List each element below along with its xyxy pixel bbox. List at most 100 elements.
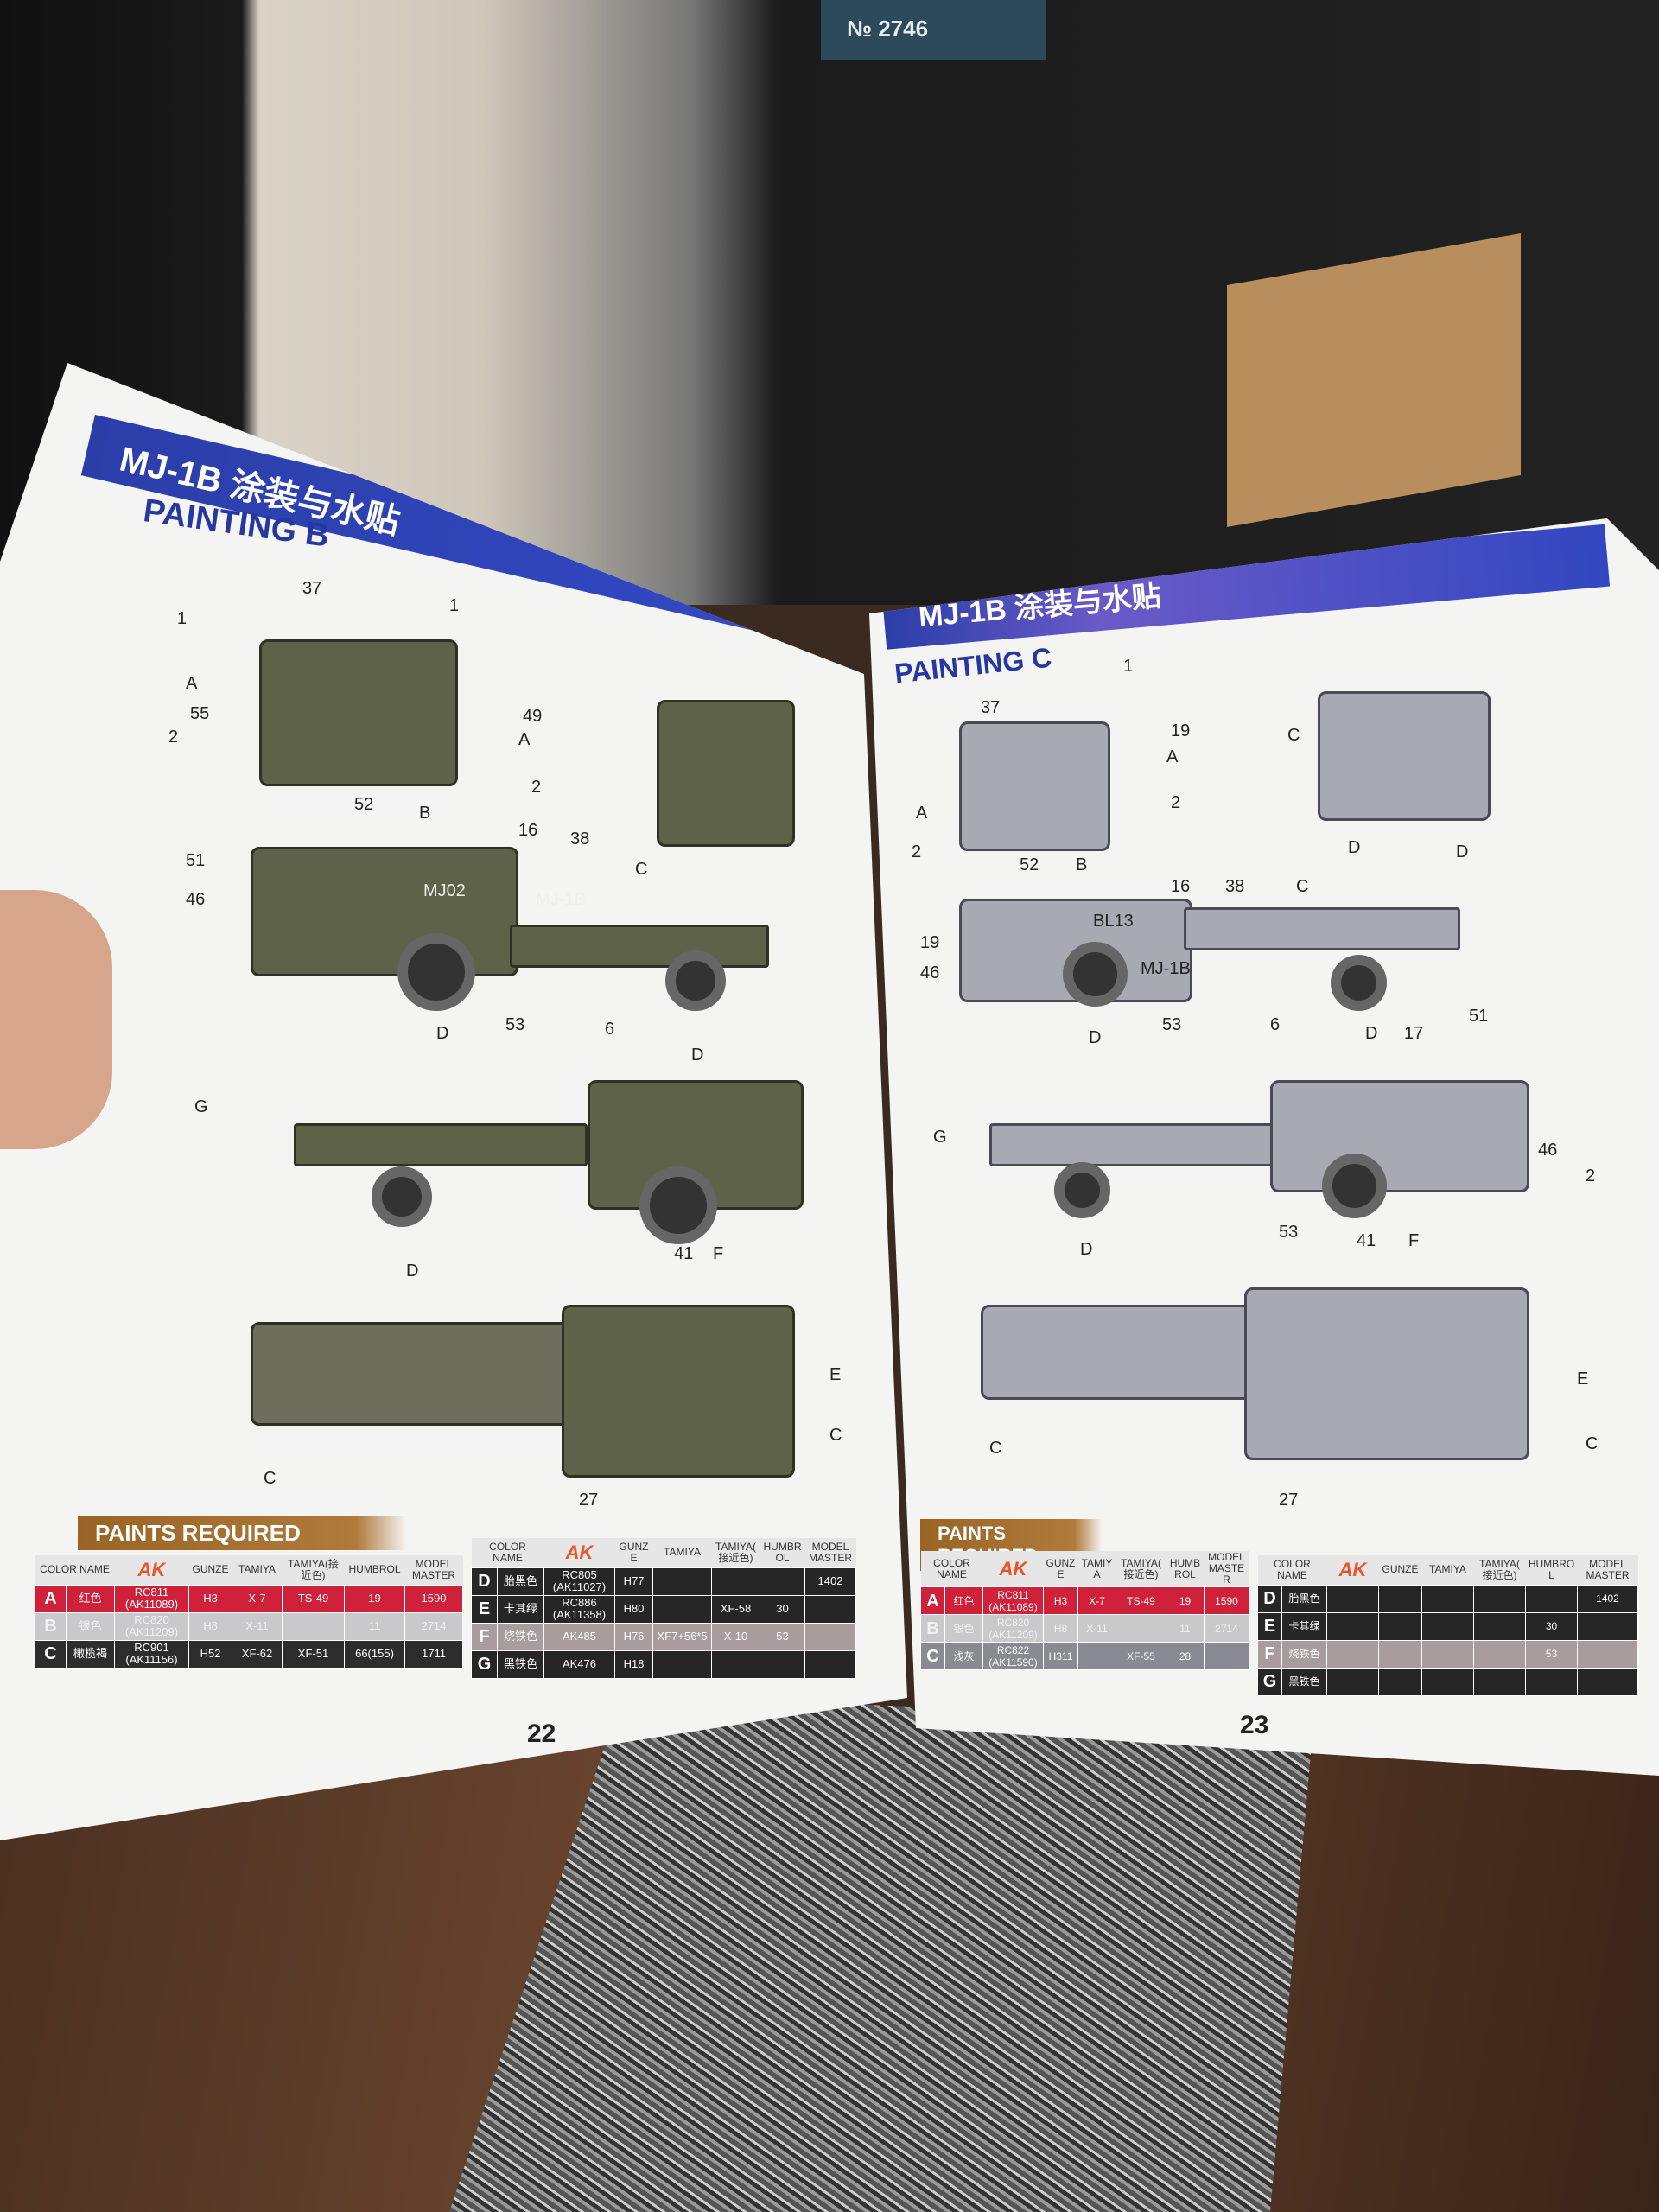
cell: B [35, 1611, 67, 1641]
cell: A [35, 1584, 67, 1613]
callout-label: 2 [1586, 1166, 1596, 1185]
cell: 红色 [944, 1586, 983, 1615]
callout-label: A [518, 730, 531, 749]
callout-label: G [194, 1097, 208, 1116]
cell: RC901 (AK11156) [114, 1639, 189, 1669]
callout-label: 6 [1270, 1015, 1281, 1034]
cell: AK476 [543, 1649, 615, 1679]
cell: TS-49 [282, 1584, 345, 1613]
cell: X-10 [711, 1622, 760, 1651]
cell: H80 [614, 1594, 653, 1624]
cell [804, 1649, 856, 1679]
col-header: GUNZE [1043, 1551, 1078, 1587]
cell: XF-58 [711, 1594, 760, 1624]
cell: RC805 (AK11027) [543, 1567, 615, 1596]
wheel [372, 1166, 432, 1227]
cell [652, 1649, 712, 1679]
cardboard-box [1227, 233, 1521, 527]
callout-label: 46 [920, 963, 940, 982]
cell [1077, 1642, 1116, 1670]
callout-label: C [989, 1439, 1002, 1458]
callout-label: A [186, 674, 198, 693]
callout-label: C [830, 1426, 842, 1445]
cell: C [920, 1642, 945, 1670]
cell: F [1257, 1639, 1282, 1669]
callout-label: 46 [186, 890, 206, 909]
callout-label: 38 [570, 830, 590, 849]
cell: 2714 [404, 1611, 463, 1641]
vehicle-side-view-left-frame [1184, 907, 1460, 950]
col-header: TAMIYA(接近色) [1473, 1555, 1526, 1585]
cell: 2714 [1204, 1614, 1249, 1643]
col-header: HUMBROL [344, 1555, 405, 1585]
callout-label: 53 [1279, 1223, 1299, 1242]
cell [760, 1567, 805, 1596]
cell [804, 1622, 856, 1651]
callout-label: MJ02 [423, 881, 466, 900]
callout-label: 51 [186, 851, 206, 870]
cell: 橄榄褐 [66, 1639, 115, 1669]
callout-label: 52 [354, 795, 374, 814]
col-header: TAMIYA [1077, 1551, 1116, 1587]
callout-label: D [1348, 838, 1361, 857]
cell: C [35, 1639, 67, 1669]
cell: 11 [1166, 1614, 1205, 1643]
col-header: GUNZE [1378, 1555, 1422, 1585]
col-header: TAMIYA(接近色) [711, 1538, 760, 1567]
callout-label: C [1287, 726, 1300, 745]
callout-label: 16 [518, 821, 538, 840]
cell: H52 [188, 1639, 232, 1669]
callout-label: MJ-1B [536, 890, 586, 909]
cell: H3 [188, 1584, 232, 1613]
page-number: 23 [1240, 1711, 1269, 1739]
callout-label: 41 [674, 1244, 694, 1263]
cell: 28 [1166, 1642, 1205, 1670]
callout-label: 2 [912, 842, 922, 861]
callout-label: 2 [531, 778, 542, 797]
col-header: COLOR NAME [920, 1551, 983, 1587]
cell: RC820 (AK11209) [114, 1611, 189, 1641]
page-right: MJ-1B 涂装与水贴 PAINTING C 37 1 19 A A 2 2 5… [869, 518, 1659, 1776]
cell: E [1257, 1611, 1282, 1641]
cell: 卡其绿 [1281, 1611, 1327, 1641]
callout-label: D [1365, 1024, 1378, 1043]
callout-label: 55 [190, 704, 210, 723]
cell: 30 [760, 1594, 805, 1624]
cell: 银色 [944, 1614, 983, 1643]
shelf-label: № 2746 [821, 0, 1046, 60]
cell: D [471, 1567, 498, 1596]
callout-label: BL13 [1093, 912, 1134, 931]
callout-label: E [1577, 1370, 1589, 1389]
cell: 烧铁色 [1281, 1639, 1327, 1669]
callout-label: 1 [1123, 657, 1134, 676]
cell: 1711 [404, 1639, 463, 1669]
callout-label: 37 [981, 698, 1001, 717]
cell: RC811 (AK11089) [982, 1586, 1044, 1615]
vehicle-side-view-left-cab [251, 847, 518, 976]
col-header: TAMIYA(接近色) [282, 1555, 345, 1585]
cell: X-11 [1077, 1614, 1116, 1643]
callout-label: D [1080, 1240, 1093, 1259]
cell: XF7+56*5 [652, 1622, 712, 1651]
cell: G [471, 1649, 498, 1679]
col-header: COLOR NAME [35, 1555, 115, 1585]
cell: 53 [1525, 1639, 1578, 1669]
col-header: TAMIYA [652, 1538, 712, 1567]
wheel [665, 950, 726, 1011]
callout-label: 53 [1162, 1015, 1182, 1034]
callout-label: C [1296, 877, 1309, 896]
ak-logo: AK [1326, 1555, 1379, 1585]
callout-label: 6 [605, 1020, 615, 1039]
ak-logo: AK [543, 1538, 615, 1567]
cell: 66(155) [344, 1639, 405, 1669]
cell: RC886 (AK11358) [543, 1594, 615, 1624]
vehicle-rear-view [1318, 691, 1491, 821]
callout-label: 19 [1171, 721, 1191, 741]
